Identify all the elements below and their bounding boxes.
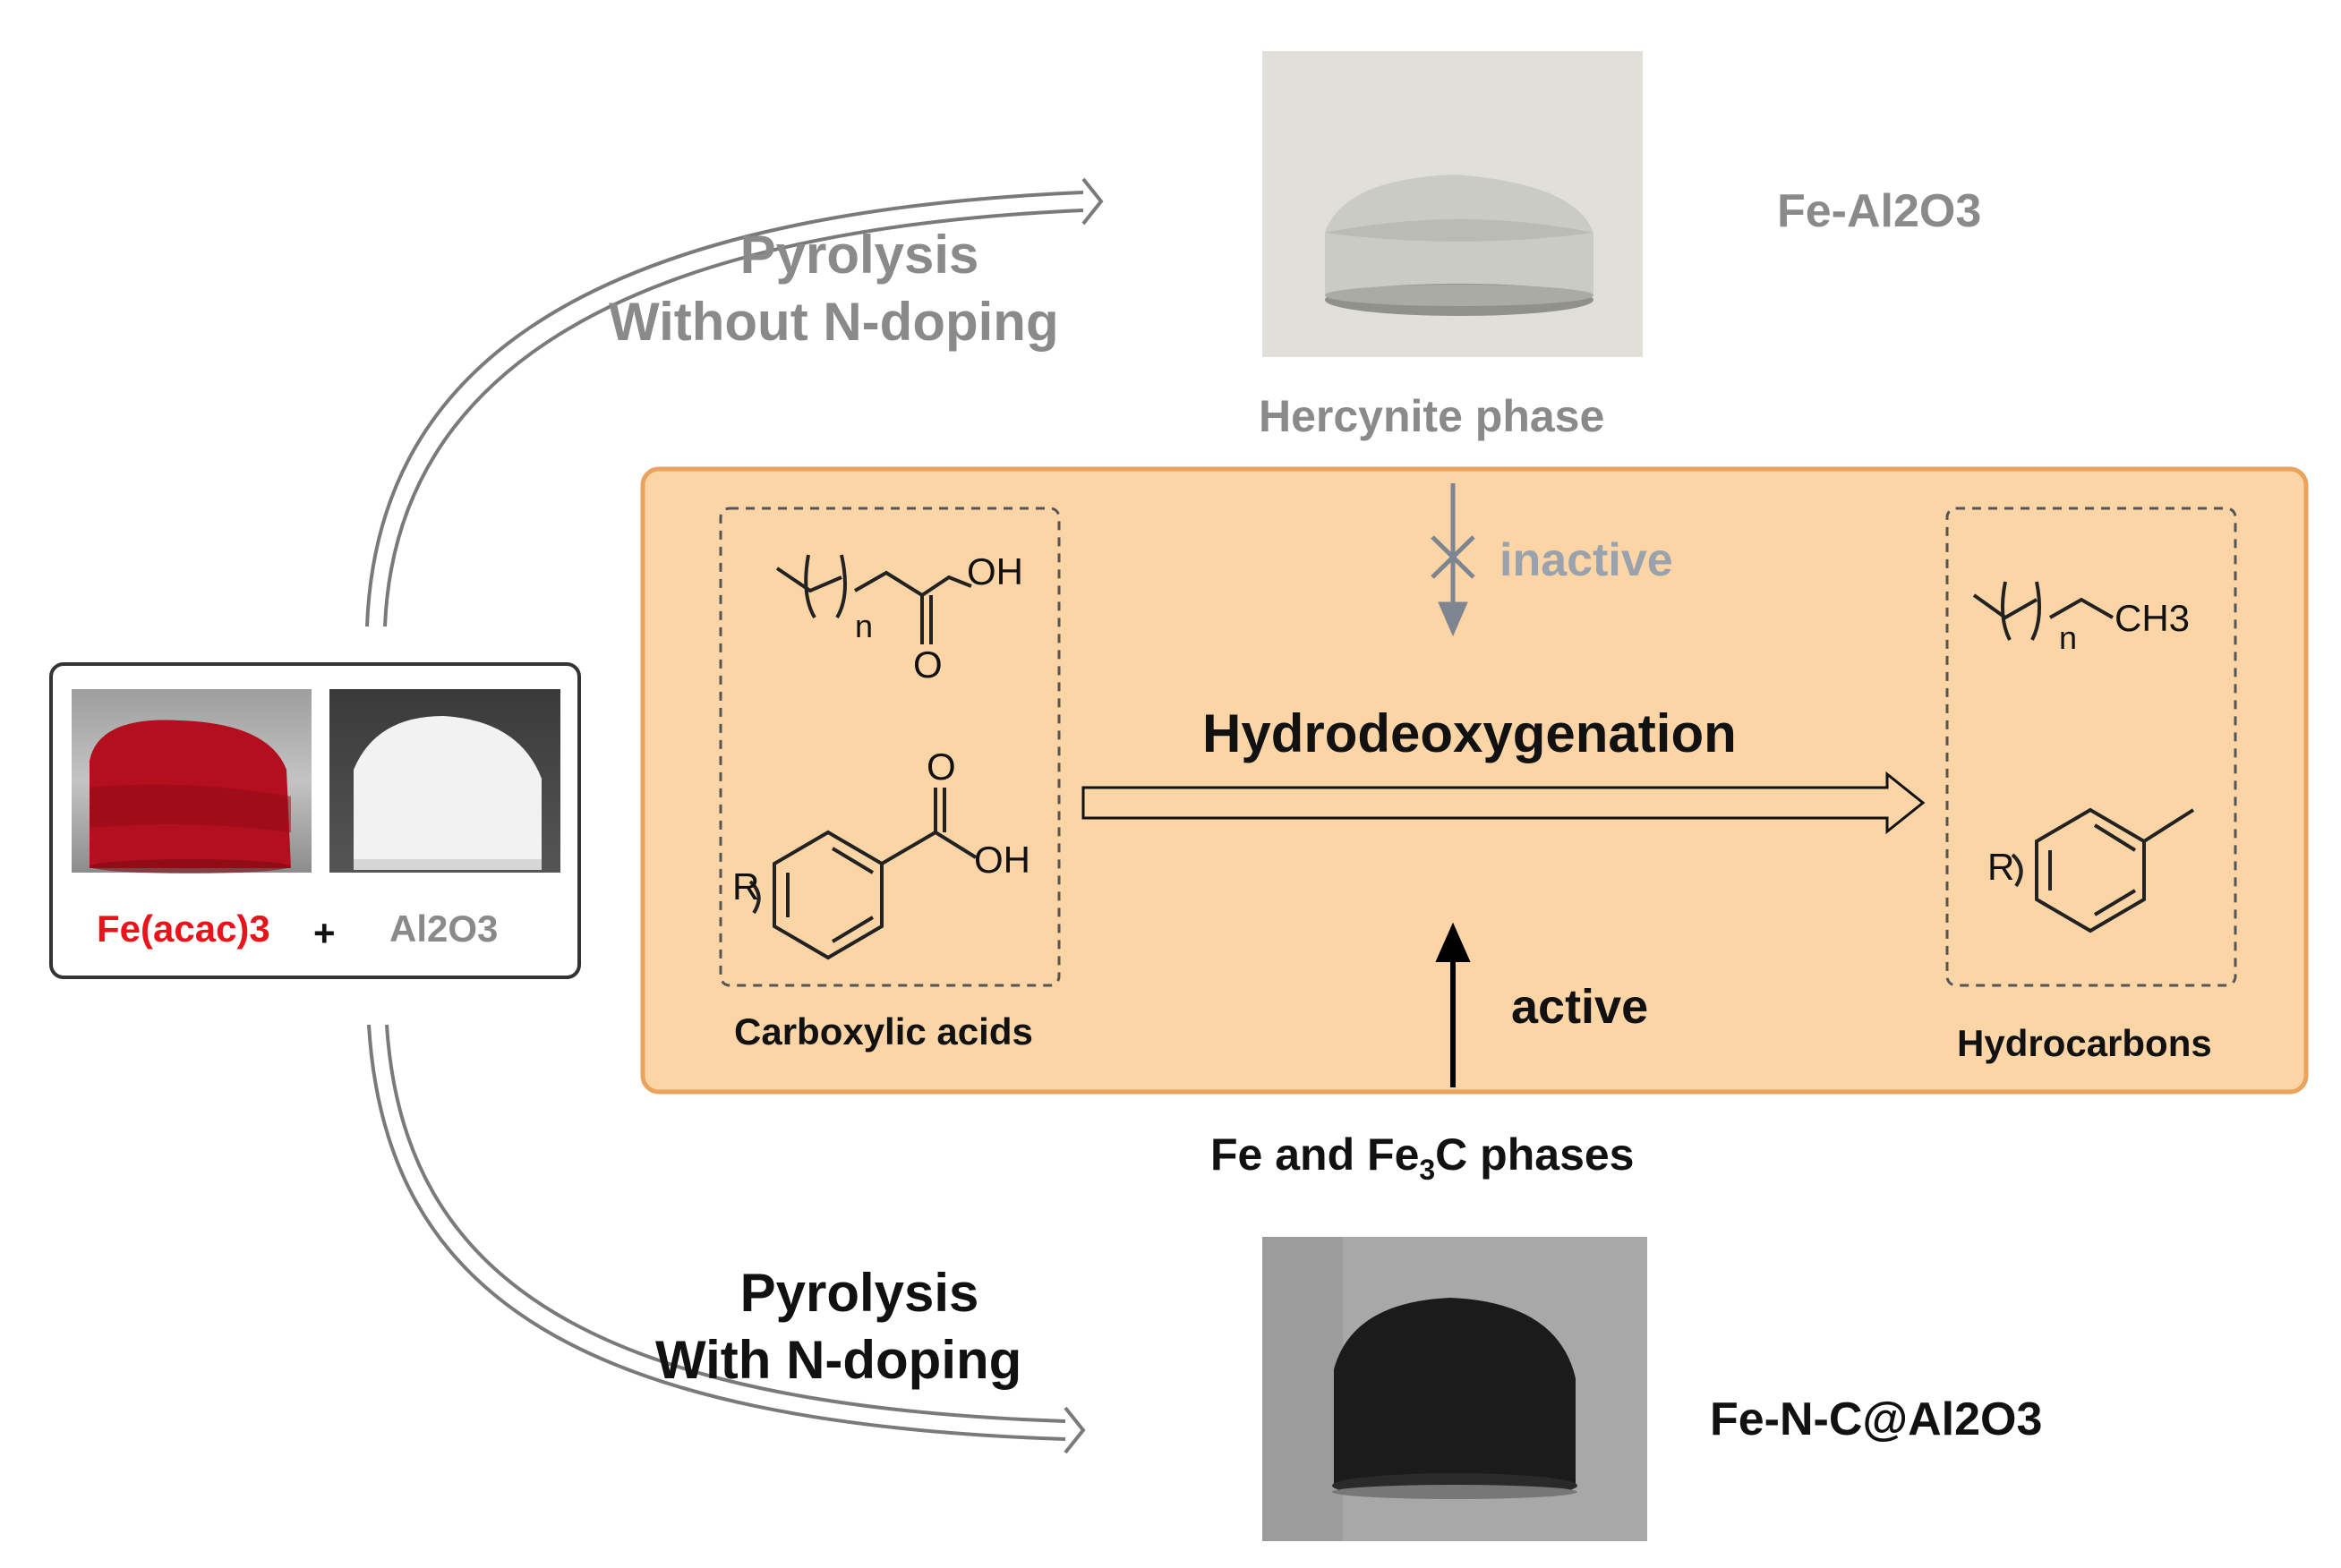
reactants-dashed-box xyxy=(719,507,1061,987)
bottom-route-arrow xyxy=(367,1024,1086,1454)
phase-post: C phases xyxy=(1435,1129,1635,1180)
fatty-acid-o: O xyxy=(913,643,943,686)
phase-sub: 3 xyxy=(1419,1154,1436,1186)
benzoic-oh: OH xyxy=(974,839,1030,881)
alkane-ch3: CH3 xyxy=(2115,597,2191,639)
toluene-structure xyxy=(2011,807,2195,933)
hdo-title: Hydrodeoxygenation xyxy=(1202,703,1737,763)
toluene-r: R xyxy=(1987,846,2015,888)
inactive-arrow xyxy=(1431,483,1475,637)
plus-sign: + xyxy=(313,912,336,954)
carboxylic-acids-label: Carboxylic acids xyxy=(734,1010,1033,1052)
benzoic-r: R xyxy=(732,865,760,908)
benzoic-acid-structure xyxy=(748,788,978,960)
fatty-acid-n: n xyxy=(855,608,874,644)
active-label: active xyxy=(1511,980,1649,1034)
alkane-structure xyxy=(1972,581,2114,641)
top-route-line2: Without N-doping xyxy=(609,292,1059,352)
fatty-acid-oh: OH xyxy=(967,550,1023,592)
top-route-line1: Pyrolysis xyxy=(739,225,979,285)
fenc-vial-photo xyxy=(1262,1237,1647,1541)
reaction-panel xyxy=(640,466,2309,1095)
fatty-acid-structure xyxy=(775,554,972,644)
bottom-route-line1: Pyrolysis xyxy=(739,1263,979,1323)
fe-acac-vial-photo xyxy=(72,689,312,873)
hdo-arrow xyxy=(1081,771,1926,835)
active-arrow xyxy=(1435,922,1471,1087)
fe-acac-label: Fe(acac)3 xyxy=(97,908,270,950)
hercynite-phase-label: Hercynite phase xyxy=(1259,391,1605,441)
fe-al2o3-text: Fe-Al2O3 xyxy=(1777,185,1982,237)
hercynite-vial-photo xyxy=(1262,51,1643,357)
bottom-route-line2: With N-doping xyxy=(655,1330,1022,1390)
inactive-label: inactive xyxy=(1499,534,1673,586)
al2o3-vial-photo xyxy=(329,689,560,873)
fe-fe3c-phases-label: Fe and Fe3C phases xyxy=(1210,1132,1635,1184)
benzoic-o: O xyxy=(927,746,956,788)
fenc-product-label: Fe-N-C@Al2O3 xyxy=(1710,1393,2043,1445)
hydrocarbons-label: Hydrocarbons xyxy=(1957,1022,2212,1064)
products-dashed-box xyxy=(1945,507,2237,987)
fe-al2o3-product-label: Fe-Al2O3 xyxy=(1777,188,1981,234)
phase-pre: Fe and Fe xyxy=(1210,1129,1420,1180)
alkane-n: n xyxy=(2059,619,2078,656)
al2o3-label: Al2O3 xyxy=(389,908,499,950)
top-route-arrow xyxy=(365,177,1104,627)
